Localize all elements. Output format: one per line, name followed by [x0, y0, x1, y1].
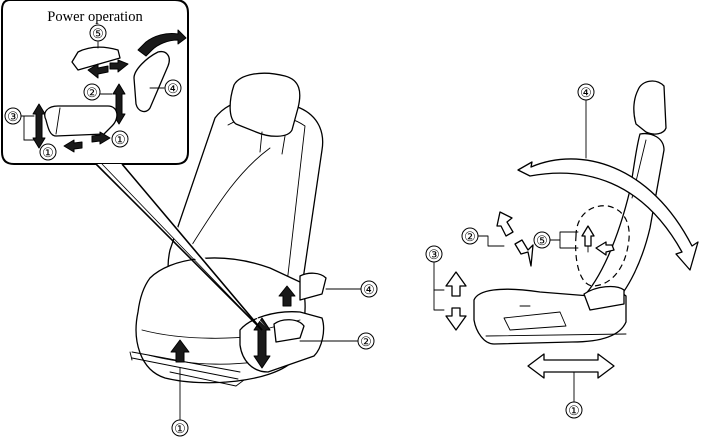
svg-text:③: ③ [7, 109, 19, 124]
lumbar-arrow-right [109, 59, 129, 73]
label-3-inset: ③ [4, 107, 22, 125]
vertical-arrow-3 [32, 103, 46, 149]
inset-title: Power operation [47, 9, 143, 25]
label-1-left: ① [171, 419, 189, 437]
right-leader-lines [433, 99, 587, 403]
right-arrows [445, 158, 699, 379]
recline-arrow-4 [278, 285, 296, 307]
slide-arrow-back [63, 139, 83, 153]
left-seat-illustration [129, 72, 327, 387]
label-2-right: ② [461, 227, 479, 245]
label-1-inset-left: ① [39, 143, 57, 161]
label-5-right: ⑤ [533, 231, 551, 249]
svg-text:⑤: ⑤ [92, 26, 104, 41]
svg-text:①: ① [174, 421, 186, 436]
svg-text:②: ② [360, 334, 372, 349]
recline-arrow [137, 29, 187, 57]
lumbar-arrow-left [87, 63, 109, 79]
svg-text:④: ④ [580, 85, 592, 100]
slide-arrow-forward [91, 131, 111, 145]
height-arrow-2 [253, 317, 271, 369]
lumbar-support-outline [575, 205, 630, 287]
label-3-right: ③ [425, 245, 443, 263]
slide-double-arrow [527, 353, 615, 379]
lift-arrow-1 [170, 339, 190, 363]
label-1-right: ① [565, 401, 583, 419]
svg-text:④: ④ [167, 81, 179, 96]
svg-text:③: ③ [428, 247, 440, 262]
label-1-inset-right: ① [111, 130, 129, 148]
power-operation-inset [1, 0, 265, 331]
svg-text:①: ① [568, 403, 580, 418]
right-seat-illustration [473, 80, 667, 345]
label-4-right: ④ [577, 83, 595, 101]
label-4-inset: ④ [164, 79, 182, 97]
label-4-left: ④ [360, 280, 378, 298]
label-5-inset: ⑤ [89, 24, 107, 42]
svg-text:②: ② [464, 229, 476, 244]
svg-text:④: ④ [363, 282, 375, 297]
svg-text:①: ① [114, 132, 126, 147]
svg-text:①: ① [42, 145, 54, 160]
label-2-left: ② [357, 332, 375, 350]
recline-arc-arrow [517, 158, 699, 271]
label-2-inset: ② [83, 83, 101, 101]
left-leader-lines [179, 288, 363, 423]
svg-text:②: ② [86, 85, 98, 100]
svg-text:⑤: ⑤ [536, 233, 548, 248]
